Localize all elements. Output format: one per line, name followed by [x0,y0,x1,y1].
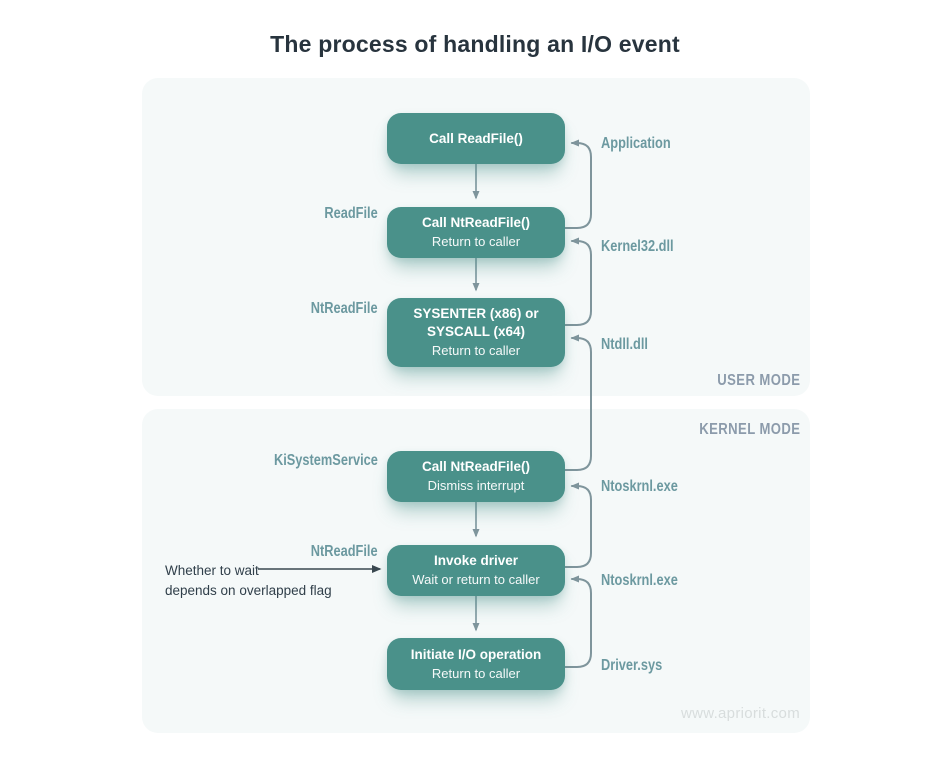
flow-box-title: Invoke driver [433,553,519,568]
flow-box-invoke-driver: Invoke driver Wait or return to caller [387,545,565,596]
flow-box-title: Call NtReadFile() [421,215,530,230]
flow-box-title-line2: SYSCALL (x64) [426,324,526,339]
flow-box-call-readfile: Call ReadFile() [387,113,565,164]
watermark: www.apriorit.com [681,705,800,722]
user-mode-caption: USER MODE [716,372,800,389]
flow-box-subtitle: Return to caller [431,234,521,249]
label-ntdll-dll: Ntdll.dll [601,336,648,353]
flow-box-subtitle: Return to caller [431,665,521,681]
kernel-mode-caption: KERNEL MODE [698,421,800,438]
flow-box-title: SYSENTER (x86) or [413,306,539,321]
flow-box-initiate-io: Initiate I/O operation Return to caller [387,638,565,690]
flow-box-subtitle: Dismiss interrupt [427,478,525,493]
flow-box-call-ntreadfile-kernel: Call NtReadFile() Dismiss interrupt [387,451,565,502]
label-ntoskrnl-exe-1: Ntoskrnl.exe [601,478,678,495]
overlapped-flag-annotation: Whether to wait depends on overlapped fl… [165,561,332,601]
label-application: Application [601,135,671,152]
label-driver-sys: Driver.sys [601,657,663,674]
flow-box-subtitle: Wait or return to caller [412,572,540,587]
label-readfile: ReadFile [324,205,378,222]
label-ntreadfile-user: NtReadFile [311,300,378,317]
flow-box-call-ntreadfile-user: Call NtReadFile() Return to caller [387,207,565,258]
flow-box-title: Initiate I/O operation [410,646,542,662]
label-kisystemservice: KiSystemService [274,452,378,469]
label-ntreadfile-kernel: NtReadFile [311,543,378,560]
label-ntoskrnl-exe-2: Ntoskrnl.exe [601,572,678,589]
flow-box-subtitle: Return to caller [431,343,521,358]
flow-box-title: Call NtReadFile() [421,459,530,474]
annotation-line2: depends on overlapped flag [165,583,332,598]
page-title: The process of handling an I/O event [270,31,680,57]
label-kernel32-dll: Kernel32.dll [601,238,674,255]
flow-box-title: Call ReadFile() [429,130,523,146]
annotation-line1: Whether to wait [165,563,259,578]
flow-box-sysenter-syscall: SYSENTER (x86) or SYSCALL (x64) Return t… [387,298,565,367]
